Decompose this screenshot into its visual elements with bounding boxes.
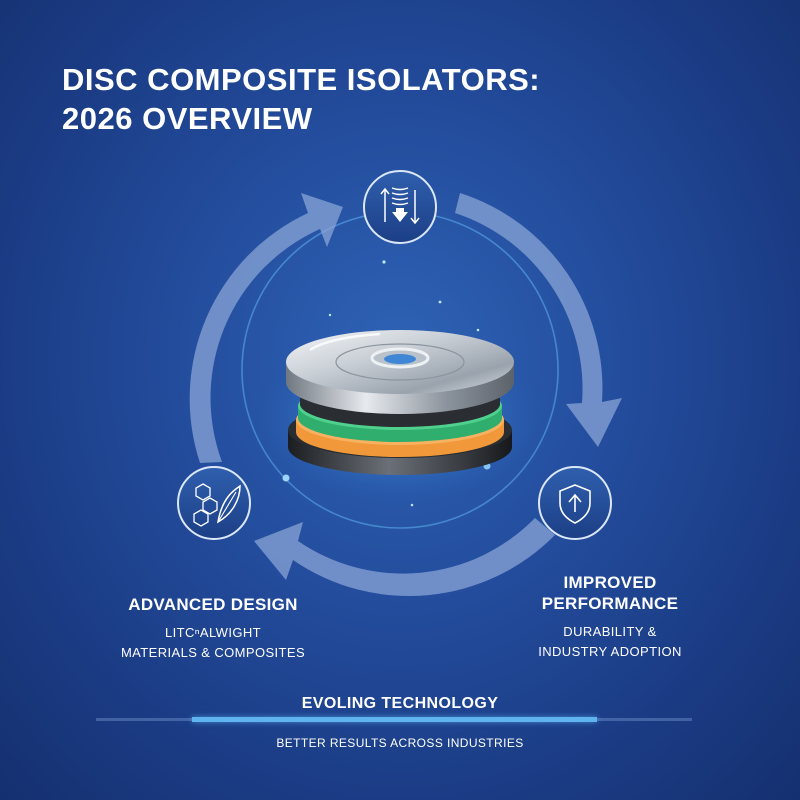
footer-title: EVOLING TECHNOLOGY: [301, 695, 499, 712]
footer-subtitle: BETTER RESULTS ACROSS INDUSTRIES: [276, 736, 524, 750]
sparkle: [382, 260, 386, 264]
stage-label-improved-performance: IMPROVED PERFORMANCE DURABILITY & INDUST…: [520, 572, 700, 662]
spring-compression-icon: [363, 170, 437, 244]
molecule-leaf-icon: [177, 466, 251, 540]
stage-subtext-line-1: DURABILITY &: [563, 624, 657, 639]
stage-heading-line-1: IMPROVED: [563, 573, 657, 592]
stage-heading-line-2: PERFORMANCE: [541, 594, 679, 613]
stage-subtext-line-2: MATERIALS & COMPOSITES: [120, 645, 306, 660]
arrow-top-to-right: [455, 193, 622, 447]
stage-subtext: LITCⁿALWIGHT MATERIALS & COMPOSITES: [88, 623, 338, 663]
stage-subtext: DURABILITY & INDUSTRY ADOPTION: [520, 622, 700, 662]
stage-label-advanced-design: ADVANCED DESIGN LITCⁿALWIGHT MATERIALS &…: [88, 594, 338, 663]
page-title: DISC COMPOSITE ISOLATORS: 2026 OVERVIEW: [62, 60, 540, 138]
sparkle: [476, 328, 480, 332]
sparkle: [328, 313, 332, 317]
stage-heading: IMPROVED PERFORMANCE: [520, 572, 700, 614]
stage-subtext-line-2: INDUSTRY ADOPTION: [538, 644, 682, 659]
arrow-left-to-top: [189, 193, 343, 463]
progress-fill: [192, 717, 597, 722]
title-line-2: 2026 OVERVIEW: [62, 101, 313, 136]
arrow-right-to-left: [254, 518, 555, 597]
cycle-arrows: [189, 193, 622, 597]
sparkle: [438, 300, 442, 304]
stage-subtext-line-1: LITCⁿALWIGHT: [165, 625, 261, 640]
disc-isolator-icon: [286, 330, 514, 475]
stage-heading: ADVANCED DESIGN: [128, 595, 298, 614]
title-line-1: DISC COMPOSITE ISOLATORS:: [62, 62, 541, 97]
shield-arrow-icon: [538, 466, 612, 540]
